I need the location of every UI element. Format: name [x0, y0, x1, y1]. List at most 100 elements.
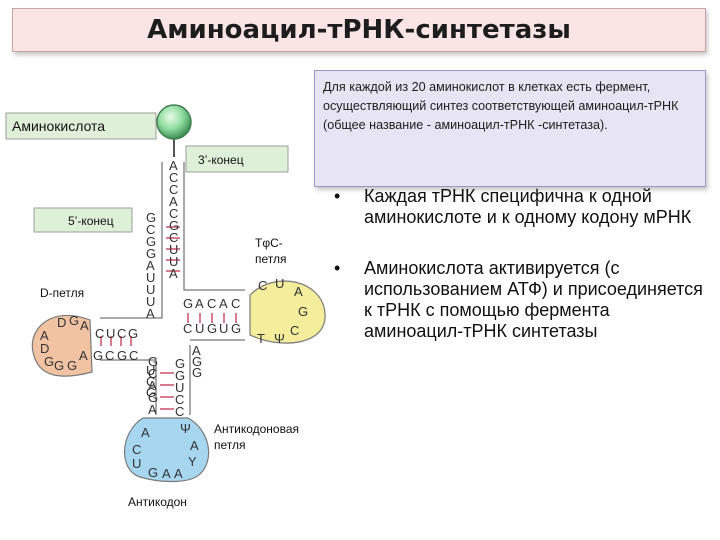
nucleotide: C	[132, 442, 141, 457]
base-pairs	[100, 226, 237, 410]
nucleotide: A	[190, 438, 199, 453]
nucleotide: G	[231, 321, 241, 336]
nucleotide: G	[169, 218, 179, 233]
nucleotide: G	[146, 385, 156, 400]
bullet-list: • Каждая тРНК специфична к одной аминокис…	[332, 186, 712, 342]
d-loop-shape	[31, 314, 93, 377]
bullet-text: Аминокислота активируется (с использован…	[364, 258, 703, 341]
nucleotide: C	[169, 230, 178, 245]
nucleotide: A	[146, 258, 155, 273]
nucleotide: C	[117, 326, 126, 341]
nucleotide: Ψ	[274, 331, 285, 346]
nucleotide: G	[192, 365, 202, 380]
nucleotide: A	[174, 466, 183, 481]
nucleotide: G	[146, 234, 156, 249]
bullet-dot: •	[334, 186, 341, 206]
amino-acid-ball	[156, 104, 192, 140]
nucleotide: G	[93, 348, 103, 363]
nucleotide: C	[148, 366, 157, 381]
t-loop-shape	[249, 280, 326, 344]
nucleotide: G	[67, 358, 77, 373]
nucleotide: Ψ	[180, 421, 191, 436]
nucleotide: U	[169, 242, 178, 257]
nucleotide: A	[146, 306, 155, 321]
backbone	[100, 162, 245, 415]
page-title: Аминоацил-тРНК-синтетазы	[147, 15, 571, 45]
nucleotide: A	[169, 194, 178, 209]
nucleotide: A	[162, 466, 171, 481]
nucleotide: C	[169, 182, 178, 197]
d-loop-label: D-петля	[40, 286, 84, 300]
tpsi-loop-label-line2: петля	[255, 252, 287, 266]
nucleotide: U	[219, 321, 228, 336]
nucleotide: D	[57, 315, 66, 330]
nucleotide: G	[148, 354, 158, 369]
nucleotide: A	[80, 318, 89, 333]
nucleotide: A	[79, 348, 88, 363]
three-end-label: 3’-конец	[198, 153, 244, 167]
nucleotide: G	[54, 358, 64, 373]
nucleotide: G	[117, 348, 127, 363]
nucleotide: A	[148, 402, 157, 417]
nucleotide: A	[169, 266, 178, 281]
five-end-label-box	[33, 207, 133, 233]
nucleotide: G	[146, 210, 156, 225]
nucleotide: A	[148, 378, 157, 393]
nucleotide: C	[129, 348, 138, 363]
nucleotide: C	[169, 170, 178, 185]
three-end-label-box	[185, 145, 289, 173]
nucleotide: A	[219, 296, 228, 311]
nucleotide: U	[175, 380, 184, 395]
nucleotide: G	[207, 321, 217, 336]
bullet-item: • Каждая тРНК специфична к одной аминокис…	[332, 186, 712, 228]
nucleotide: C	[231, 296, 240, 311]
amino-acid-label-box	[5, 112, 157, 140]
nucleotide: C	[169, 206, 178, 221]
nucleotide: C	[105, 348, 114, 363]
note-box: Для каждой из 20 аминокислот в клетках е…	[314, 70, 706, 187]
nucleotide: U	[195, 321, 204, 336]
nucleotide: D	[40, 341, 49, 356]
nucleotide: A	[192, 343, 201, 358]
anticodon-label: Антикодон	[128, 495, 187, 509]
nucleotide: U	[275, 276, 284, 291]
nucleotide: G	[298, 304, 308, 319]
nucleotide: G	[183, 296, 193, 311]
nucleotide: G	[69, 313, 79, 328]
nucleotide: G	[128, 326, 138, 341]
nucleotide: U	[146, 294, 155, 309]
bullet-dot: •	[334, 258, 341, 278]
nucleotide: A	[195, 296, 204, 311]
nucleotide: U	[146, 363, 155, 378]
nucleotide: A	[294, 284, 303, 299]
nucleotide: G	[175, 356, 185, 371]
nucleotide: G	[192, 354, 202, 369]
nucleotide: U	[132, 456, 141, 471]
five-end-label: 5’-конец	[68, 214, 114, 228]
nucleotide: U	[146, 270, 155, 285]
nucleotide: G	[44, 354, 54, 369]
nucleotide: A	[40, 328, 49, 343]
nucleotide: U	[169, 254, 178, 269]
nucleotide: Y	[188, 454, 197, 469]
nucleotide: C	[146, 222, 155, 237]
nucleotide: U	[106, 326, 115, 341]
anticodon-loop-label-line1: Антикодоновая	[214, 422, 299, 436]
nucleotide: C	[175, 392, 184, 407]
nucleotide: C	[146, 374, 155, 389]
nucleotide: U	[146, 282, 155, 297]
nucleotide: C	[258, 278, 267, 293]
anticodon-loop-label-line2: петля	[214, 438, 246, 452]
nucleotide: A	[141, 425, 150, 440]
nucleotide: G	[146, 246, 156, 261]
nucleotide: C	[95, 326, 104, 341]
anticodon-loop-shape	[124, 417, 210, 483]
bullet-text: Каждая тРНК специфична к одной аминокисл…	[364, 186, 692, 227]
nucleotide: G	[175, 368, 185, 383]
nucleotide: C	[290, 323, 299, 338]
nucleotide: G	[148, 465, 158, 480]
tpsi-loop-label-line1: ТφС-	[255, 236, 283, 250]
bullet-item: • Аминокислота активируется (с использова…	[332, 258, 712, 342]
